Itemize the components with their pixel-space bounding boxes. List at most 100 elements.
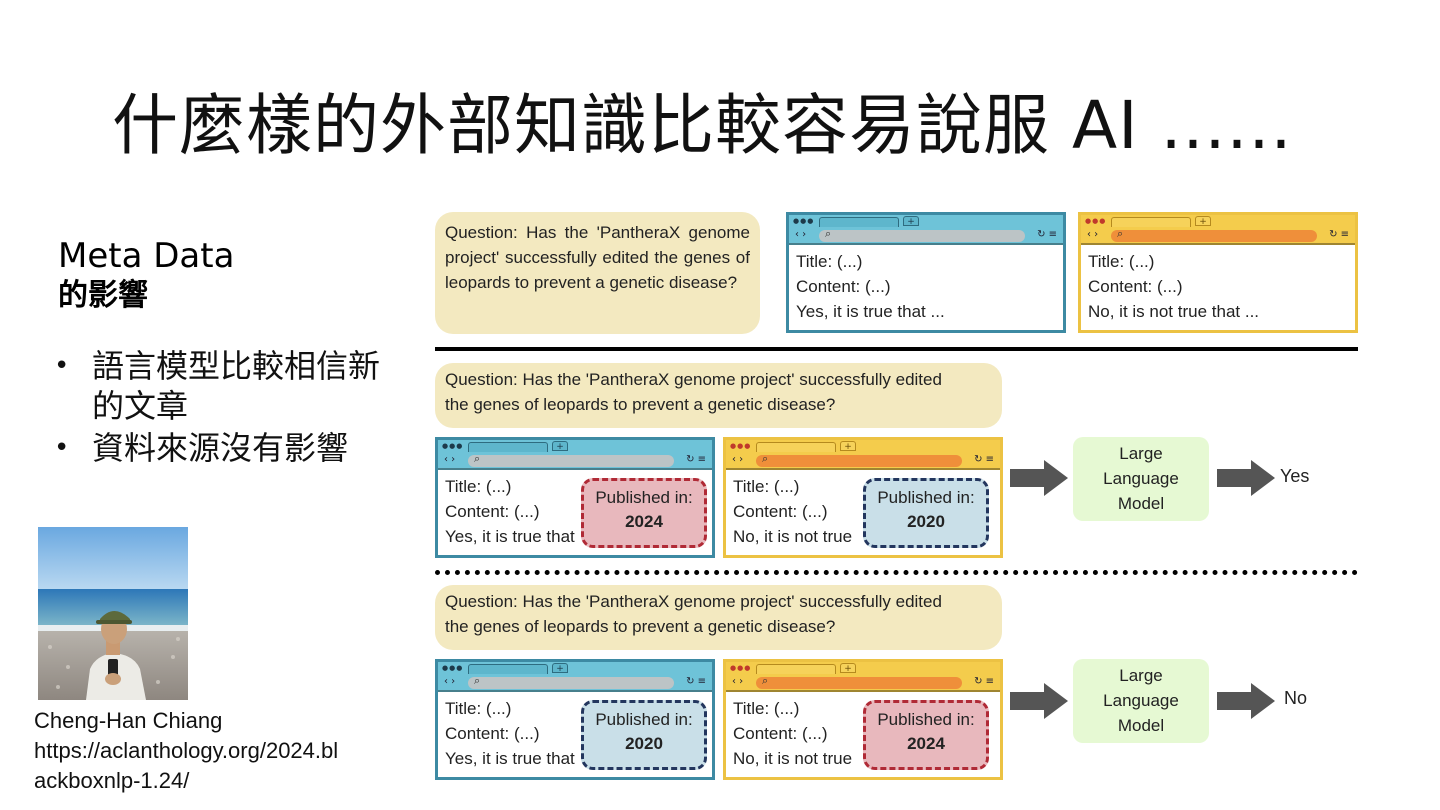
- published-badge: Published in: 2020: [581, 700, 707, 770]
- reload-menu-icon: ↻ ≡: [686, 676, 706, 687]
- published-year: 2024: [907, 734, 945, 753]
- bullet-text: 資料來源沒有影響: [92, 429, 349, 467]
- page-content-line: Content: (...): [445, 502, 540, 521]
- bullet-item: • 語言模型比較相信新的文章: [52, 346, 397, 426]
- published-label: Published in:: [877, 488, 975, 507]
- nav-arrows-icon: ‹ ›: [795, 229, 807, 240]
- arrow-right-icon: [1217, 460, 1275, 496]
- browser-tab: [468, 442, 548, 452]
- question-box: Question: Has the 'PantheraX genome proj…: [435, 585, 1002, 650]
- browser-tab: [756, 442, 836, 452]
- url-bar: ⌕: [468, 674, 674, 689]
- question-line-1: Question: Has the 'PantheraX genome proj…: [445, 370, 942, 389]
- llm-label-line-1: Large: [1119, 444, 1163, 463]
- page-title-line: Title: (...): [445, 477, 512, 496]
- page-content: Title: (...) Content: (...) No, it is no…: [1081, 245, 1355, 324]
- nav-arrows-icon: ‹ ›: [732, 676, 744, 687]
- browser-tabbar: ●●● +: [438, 662, 712, 674]
- new-tab-icon: +: [552, 663, 568, 674]
- browser-tabbar: ●●● +: [789, 215, 1063, 227]
- credit-name: Cheng-Han Chiang: [34, 708, 223, 733]
- browser-window-yellow: ●●● + ‹ › ⌕ ↻ ≡ Title: (...) Content: (.…: [1078, 212, 1358, 333]
- published-label: Published in:: [877, 710, 975, 729]
- question-line-2: the genes of leopards to prevent a genet…: [445, 395, 836, 414]
- browser-tab: [819, 217, 899, 227]
- nav-arrows-icon: ‹ ›: [1087, 229, 1099, 240]
- published-label: Published in:: [595, 488, 693, 507]
- llm-box: Large Language Model: [1073, 659, 1209, 743]
- browser-tabbar: ●●● +: [726, 440, 1000, 452]
- window-controls-icon: ●●●: [442, 442, 464, 450]
- question-line-1: Question: Has the 'PantheraX genome proj…: [445, 592, 942, 611]
- nav-arrows-icon: ‹ ›: [732, 454, 744, 465]
- reload-menu-icon: ↻ ≡: [1037, 229, 1057, 240]
- browser-tabbar: ●●● +: [1081, 215, 1355, 227]
- meta-data-heading: Meta Data: [58, 236, 235, 276]
- llm-box: Large Language Model: [1073, 437, 1209, 521]
- llm-label-line-3: Model: [1117, 716, 1165, 735]
- question-line-2: the genes of leopards to prevent a genet…: [445, 617, 836, 636]
- arrow-right-icon: [1010, 683, 1068, 719]
- nav-arrows-icon: ‹ ›: [444, 676, 456, 687]
- window-controls-icon: ●●●: [793, 217, 815, 225]
- result-label: No: [1284, 688, 1308, 708]
- bullet-dot-icon: •: [54, 351, 70, 381]
- reload-menu-icon: ↻ ≡: [686, 454, 706, 465]
- llm-label-line-1: Large: [1119, 666, 1163, 685]
- page-content: Title: (...) Content: (...) Yes, it is t…: [438, 692, 712, 771]
- llm-label-line-2: Language: [1103, 469, 1179, 488]
- credit-block: Cheng-Han Chiang https://aclanthology.or…: [34, 706, 404, 796]
- url-bar: ⌕: [819, 227, 1025, 242]
- page-content-line: Content: (...): [445, 724, 540, 743]
- published-year: 2020: [625, 734, 663, 753]
- page-title-line: Title: (...): [796, 252, 863, 271]
- url-bar: ⌕: [756, 452, 962, 467]
- browser-tab: [468, 664, 548, 674]
- browser-navbar: ‹ › ⌕ ↻ ≡: [789, 227, 1063, 245]
- window-controls-icon: ●●●: [1085, 217, 1107, 225]
- reload-menu-icon: ↻ ≡: [974, 454, 994, 465]
- browser-navbar: ‹ › ⌕ ↻ ≡: [726, 674, 1000, 692]
- published-badge: Published in: 2024: [863, 700, 989, 770]
- url-bar: ⌕: [756, 674, 962, 689]
- dotted-divider: [435, 570, 1358, 575]
- author-photo: [38, 527, 188, 700]
- search-icon: ⌕: [825, 227, 832, 240]
- question-box: Question: Has the 'PantheraX genome proj…: [435, 212, 760, 334]
- page-claim-line: Yes, it is true that: [445, 749, 575, 768]
- page-claim-line: Yes, it is true that ...: [796, 302, 945, 321]
- reload-menu-icon: ↻ ≡: [1329, 229, 1349, 240]
- page-claim-line: No, it is not true that ...: [1088, 302, 1260, 321]
- url-bar: ⌕: [468, 452, 674, 467]
- search-icon: ⌕: [762, 452, 769, 465]
- browser-navbar: ‹ › ⌕ ↻ ≡: [1081, 227, 1355, 245]
- arrow-right-icon: [1010, 460, 1068, 496]
- page-content: Title: (...) Content: (...) Yes, it is t…: [789, 245, 1063, 324]
- published-badge: Published in: 2024: [581, 478, 707, 548]
- bullet-list: • 語言模型比較相信新的文章 •資料來源沒有影響: [52, 346, 397, 470]
- page-content: Title: (...) Content: (...) No, it is no…: [726, 692, 1000, 771]
- browser-tab: [756, 664, 836, 674]
- credit-url-line-1[interactable]: https://aclanthology.org/2024.bl: [34, 738, 339, 763]
- new-tab-icon: +: [552, 441, 568, 452]
- browser-tabbar: ●●● +: [726, 662, 1000, 674]
- credit-url-line-2[interactable]: ackboxnlp-1.24/: [34, 768, 190, 793]
- reload-menu-icon: ↻ ≡: [974, 676, 994, 687]
- page-title-line: Title: (...): [445, 699, 512, 718]
- browser-window-teal: ●●● + ‹ › ⌕ ↻ ≡ Title: (...) Content: (.…: [786, 212, 1066, 333]
- slide-title: 什麼樣的外部知識比較容易說服 AI ......: [112, 87, 1293, 164]
- browser-navbar: ‹ › ⌕ ↻ ≡: [726, 452, 1000, 470]
- new-tab-icon: +: [903, 216, 919, 227]
- page-claim-line: No, it is not true: [733, 527, 853, 546]
- solid-divider: [435, 347, 1358, 351]
- search-icon: ⌕: [762, 674, 769, 687]
- browser-navbar: ‹ › ⌕ ↻ ≡: [438, 452, 712, 470]
- bullet-text: 語言模型比較相信新的文章: [92, 347, 381, 425]
- page-claim-line: No, it is not true: [733, 749, 853, 768]
- page-claim-line: Yes, it is true that: [445, 527, 575, 546]
- search-icon: ⌕: [1117, 227, 1124, 240]
- page-title-line: Title: (...): [733, 699, 800, 718]
- new-tab-icon: +: [840, 441, 856, 452]
- page-content-line: Content: (...): [1088, 277, 1183, 296]
- bullet-item: •資料來源沒有影響: [52, 428, 397, 468]
